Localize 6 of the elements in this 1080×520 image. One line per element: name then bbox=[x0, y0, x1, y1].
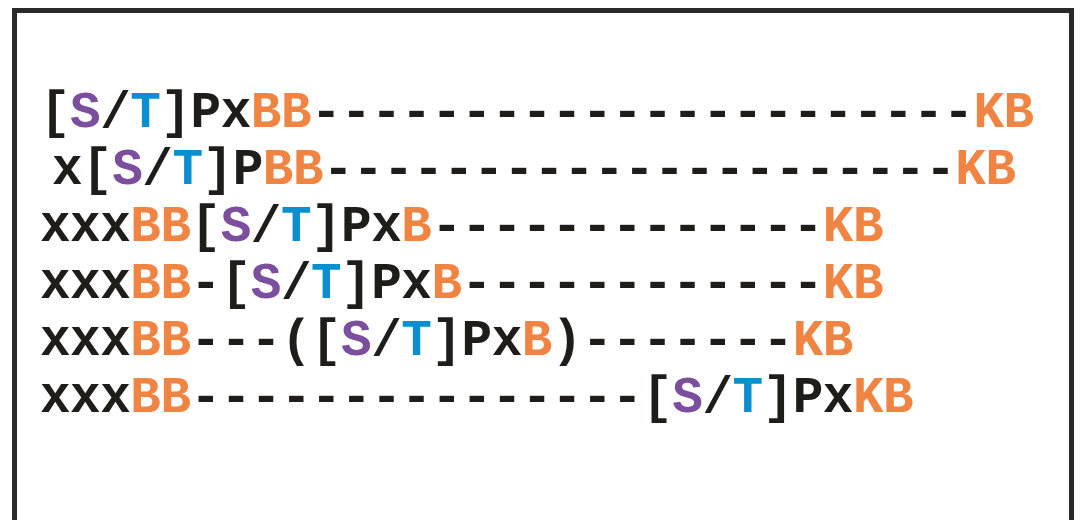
sequence-label: xxxBB[S/T]PxB-------------KB bbox=[40, 199, 884, 256]
sequence-label: xxxBB---------------[S/T]PxKB bbox=[40, 370, 914, 427]
sequence-label: x[S/T]PBB---------------------KB bbox=[52, 142, 1016, 199]
sequence-label: xxxBB-[S/T]PxB------------KB bbox=[40, 256, 884, 313]
sequence-label: [S/T]PxBB----------------------KB bbox=[40, 85, 1034, 142]
sequence-label: xxxBB---([S/T]PxB)-------KB bbox=[40, 313, 853, 370]
